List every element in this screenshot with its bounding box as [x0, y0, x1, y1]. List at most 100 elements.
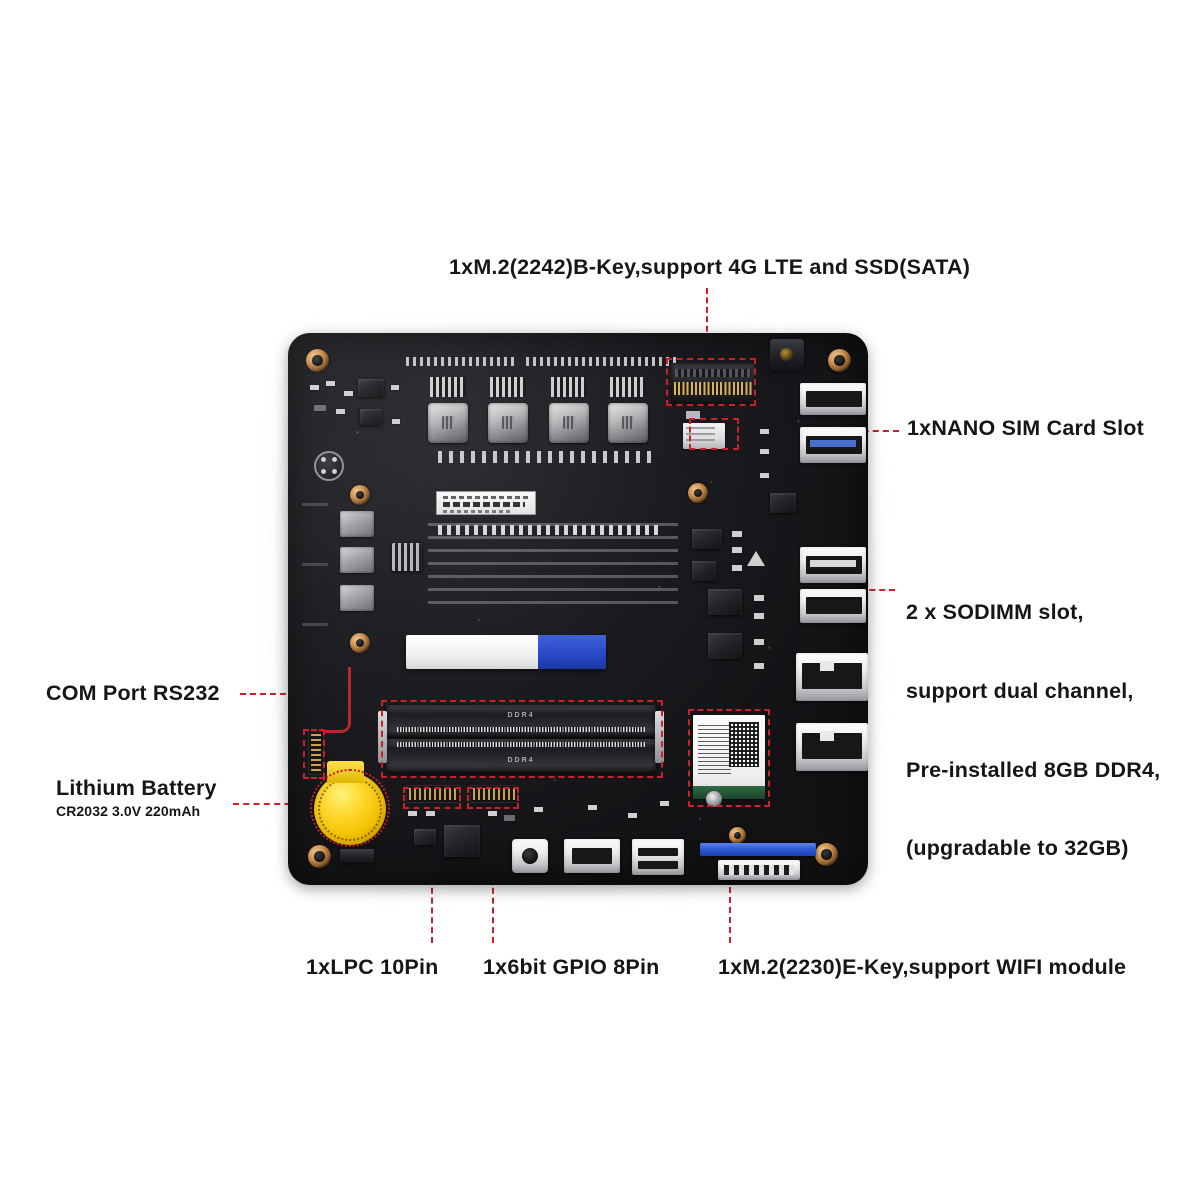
- lpc-header-label: 1xLPC 10Pin: [306, 955, 439, 979]
- ethernet-phy-chip-2: [708, 633, 742, 659]
- smd-right-mid-2: [754, 613, 764, 619]
- smd-resistor-d: [314, 405, 326, 411]
- smd-upper-right-2: [760, 449, 769, 454]
- sodimm-slot-lower: DDR4: [386, 739, 656, 773]
- smd-resistor-a: [310, 385, 319, 390]
- pcb-trace-left-2: [302, 563, 328, 566]
- smd-resistor-c: [344, 391, 353, 396]
- pcb-trace-left-1: [302, 503, 328, 506]
- crystal-pad-1: [321, 457, 326, 462]
- tantalum-cap-2: [340, 547, 374, 573]
- smd-right-mid-4: [754, 663, 764, 669]
- soc-pad-array: [438, 525, 658, 535]
- small-ic-upper-left: [358, 379, 384, 397]
- smd-upper-right-1: [760, 429, 769, 434]
- mounting-hole-center: [688, 483, 708, 503]
- m2-standoff-2242: [686, 411, 700, 419]
- front-panel-connector: [718, 860, 800, 880]
- m2-e-key-wifi-module: [693, 715, 765, 799]
- lpc-10pin-header: [406, 785, 460, 803]
- sodimm-retention-clip-right: [655, 711, 664, 763]
- preinstalled-ddr4-module: [406, 635, 606, 669]
- power-inductor-4: [608, 403, 648, 443]
- small-ic-upper-left-2: [360, 409, 382, 425]
- super-io-chip: [444, 825, 480, 857]
- smd-right-mid-3: [754, 639, 764, 645]
- sodimm-label-line-2: support dual channel,: [906, 679, 1134, 704]
- smd-right-center-1: [732, 531, 742, 537]
- dual-usb-port-bottom: [632, 839, 684, 875]
- mounting-hole-wifi: [729, 827, 746, 844]
- lithium-battery-sublabel: CR2032 3.0V 220mAh: [56, 803, 201, 819]
- tantalum-cap-3: [340, 585, 374, 611]
- smd-lower-2: [426, 811, 435, 816]
- crystal-pad-4: [332, 469, 337, 474]
- sodimm-slot-upper: DDR4: [386, 705, 656, 737]
- smd-lower-8: [660, 801, 669, 806]
- smd-resistor-e: [336, 409, 345, 414]
- bios-flash-chip: [414, 829, 436, 845]
- mounting-hole-bottom-right: [815, 843, 838, 866]
- sodimm-label-line-4: (upgradable to 32GB): [906, 836, 1129, 861]
- hdmi-port-bottom: [564, 839, 620, 873]
- blue-sata-connector: [700, 843, 816, 856]
- smd-resistor-f: [391, 385, 399, 390]
- usb-header-bottom-left: [340, 849, 374, 863]
- top-edge-pin-strip-right: [526, 357, 676, 366]
- power-inductor-1: [428, 403, 468, 443]
- cr2032-lithium-battery: [314, 761, 386, 845]
- warning-triangle-silk: [747, 551, 765, 566]
- gpio-8pin-header: [470, 785, 518, 803]
- mosfet-cluster-1: [430, 377, 466, 397]
- mounting-hole-top-left: [306, 349, 329, 372]
- ethernet-phy-chip-1: [708, 589, 742, 615]
- sodimm-label: 2 x SODIMM slot, support dual channel, P…: [906, 547, 1160, 914]
- rj45-ethernet-port-1: [796, 653, 868, 701]
- smd-lower-5: [534, 807, 543, 812]
- top-edge-pin-strip-left: [406, 357, 518, 366]
- ic-right-center-2: [692, 561, 716, 581]
- mounting-hole-center-left: [350, 485, 370, 505]
- smd-lower-6: [588, 805, 597, 810]
- crystal-pad-2: [332, 457, 337, 462]
- usb-port-mid-2: [800, 589, 866, 623]
- usb3-port-upper: [800, 427, 866, 463]
- lithium-battery-label: Lithium Battery: [56, 776, 217, 800]
- nano-sim-label: 1xNANO SIM Card Slot: [907, 416, 1144, 440]
- power-inductor-3: [549, 403, 589, 443]
- com-port-rs232-header: [308, 731, 324, 775]
- m2-b-key-label: 1xM.2(2242)B-Key,support 4G LTE and SSD(…: [449, 255, 971, 279]
- smd-right-mid-1: [754, 595, 764, 601]
- smd-upper-right-3: [760, 473, 769, 478]
- sodimm-label-line-1: 2 x SODIMM slot,: [906, 600, 1084, 625]
- rs232-red-wire: [325, 667, 351, 733]
- smd-resistor-g: [392, 419, 400, 424]
- rtc-crystal: [314, 451, 344, 481]
- ic-upper-right: [770, 493, 796, 513]
- mosfet-cluster-2: [490, 377, 526, 397]
- m2-e-key-label: 1xM.2(2230)E-Key,support WIFI module: [718, 955, 1127, 979]
- mounting-hole-top-right: [828, 349, 851, 372]
- smd-resistor-b: [326, 381, 335, 386]
- ic-right-center-1: [692, 529, 722, 549]
- soc-silkscreen-field: [428, 523, 678, 605]
- smd-lower-3: [488, 811, 497, 816]
- smd-right-center-2: [732, 547, 742, 553]
- m2-b-key-slot: [671, 363, 755, 405]
- gpio-header-label: 1x6bit GPIO 8Pin: [483, 955, 660, 979]
- mounting-hole-mid-left: [350, 633, 370, 653]
- usb-port-mid: [800, 547, 866, 583]
- com-port-label: COM Port RS232: [46, 681, 220, 705]
- nano-sim-card-slot: [683, 423, 725, 449]
- motherboard-pcb: DDR4 DDR4: [288, 333, 868, 885]
- passive-row-under-vrm: [438, 451, 653, 463]
- smd-right-center-3: [732, 565, 742, 571]
- dc-power-jack: [770, 339, 804, 371]
- hdmi-port-upper: [800, 383, 866, 415]
- sodimm-label-line-3: Pre-installed 8GB DDR4,: [906, 757, 1161, 782]
- board-model-sticker: [436, 491, 536, 515]
- sodimm-retention-clip-left: [378, 711, 387, 763]
- power-inductor-2: [488, 403, 528, 443]
- audio-jack-bottom: [512, 839, 548, 873]
